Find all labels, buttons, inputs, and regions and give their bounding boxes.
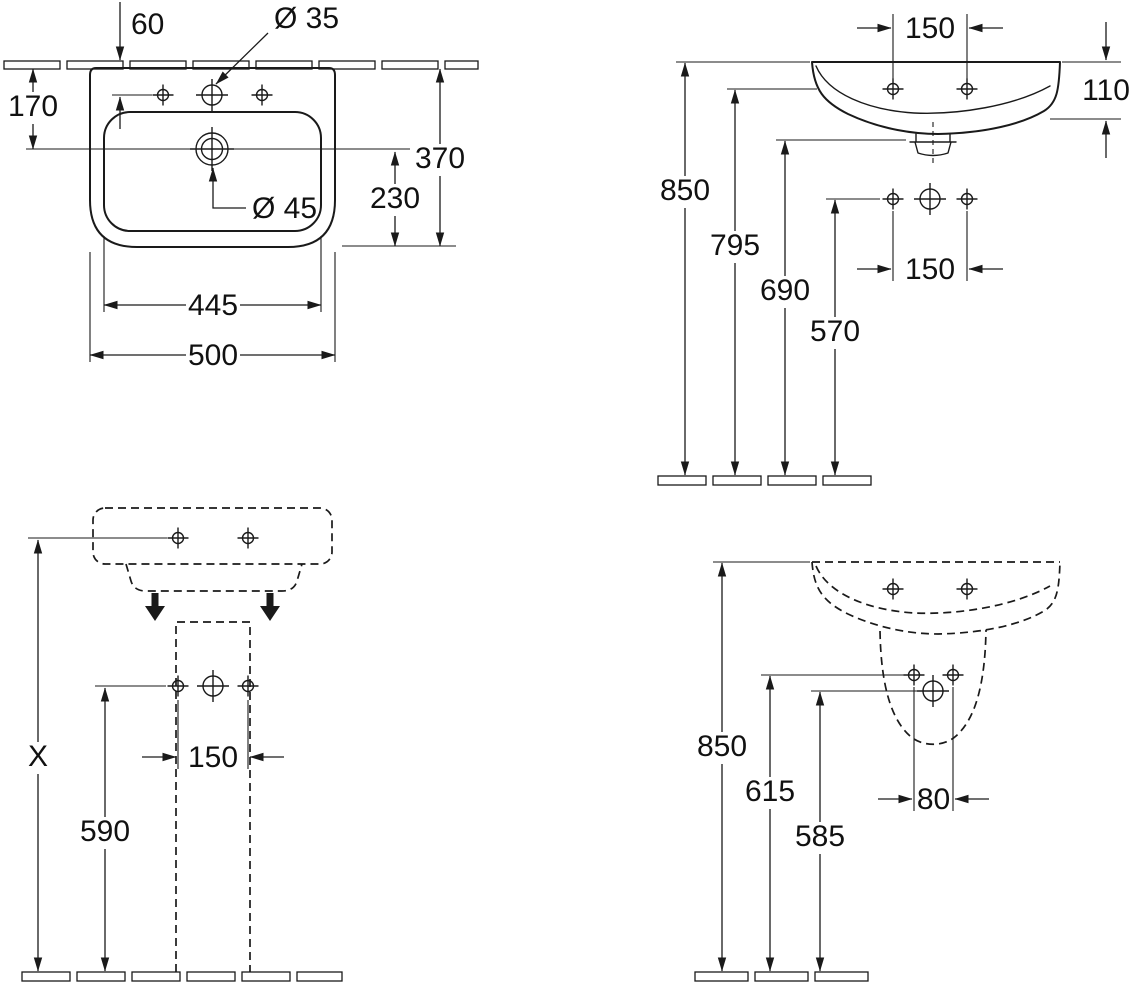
dim-label-dia35: Ø 35 [274,2,339,35]
dim-label-150-fixing: 150 [905,253,955,286]
mounting-direction-arrows [145,593,280,621]
tap-holes-side [881,577,979,601]
tap-holes-side [881,77,979,101]
dim-fixing-holes-height: 570 [810,198,880,476]
side-view-with-pedestal: 850 615 585 80 [694,561,1061,982]
dim-wall-to-tap-hole: 60 [112,2,164,129]
dim-basin-edge-height: 110 [1050,22,1130,158]
dim-pedestal-holes-height: 590 [80,685,166,972]
dim-front-underside-height: 795 [710,88,817,476]
dim-label-445: 445 [188,289,238,322]
fixing-holes-template [881,182,979,216]
dim-rear-underside-height: 690 [760,139,906,476]
down-arrow-icon [260,593,280,621]
dim-overall-width: 500 [89,252,336,372]
floor-section-hatch [657,475,872,486]
dim-overall-depth: 370 [342,68,465,247]
dim-rim-height-pedestal: 850 [697,561,810,972]
dim-label-110: 110 [1082,74,1130,107]
dim-label-170: 170 [8,90,58,123]
tap-holes-front [166,526,260,550]
plan-view: 60 Ø 35 170 370 230 Ø 45 445 500 [3,2,479,372]
pedestal-holes-side [902,663,965,708]
basin-side-profile [811,61,1061,164]
dim-label-80: 80 [917,783,950,816]
dim-bowl-width: 445 [103,236,322,322]
down-arrow-icon [145,593,165,621]
basin-outline [89,67,336,248]
dim-label-230: 230 [370,182,420,215]
leader-drain-diameter: Ø 45 [208,167,317,225]
dim-label-690: 690 [760,274,810,307]
dim-label-590: 590 [80,815,130,848]
dim-label-615: 615 [745,775,795,808]
floor-section-hatch [21,971,343,982]
bowl-outline [103,111,322,232]
leader-tap-hole-diameter: Ø 35 [215,2,339,85]
dim-label-850: 850 [660,174,710,207]
basin-front-dashed [92,507,333,592]
drain-trap [909,133,957,157]
front-view-pedestal-installation: X 590 150 [21,507,343,982]
dim-label-570: 570 [810,315,860,348]
dim-label-500: 500 [188,339,238,372]
dim-label-x: X [28,740,48,773]
dim-fixing-holes-spacing: 150 [857,211,1003,286]
dim-label-60: 60 [131,8,164,41]
dim-label-dia45: Ø 45 [252,192,317,225]
floor-section-hatch [694,971,869,982]
dim-label-370: 370 [415,142,465,175]
wall-section-hatch [3,60,479,70]
dim-rim-height-x: X [28,537,167,972]
dim-label-795: 795 [710,229,760,262]
dim-label-850-pedestal: 850 [697,730,747,763]
tap-holes [151,78,274,112]
pedestal-fixing-holes [166,669,260,703]
pedestal-side-dashed-outline [879,629,987,746]
side-view-wall-hung: 150 110 850 795 690 570 150 [657,12,1130,486]
dim-outlet-height: 585 [795,690,917,972]
dim-drain-to-front: 230 [370,151,420,247]
pedestal-dashed-outline [175,621,251,972]
dim-rim-height: 850 [660,61,810,476]
basin-side-dashed [811,561,1061,635]
dim-outlet-spacing: 80 [878,687,989,816]
dim-pedestal-holes-spacing: 150 [142,700,284,774]
dim-label-150-pedestal: 150 [188,741,238,774]
dim-tap-hole-spacing: 150 [857,12,1003,79]
dim-fixing-holes-height-pedestal: 615 [745,674,904,972]
dim-label-150-taps: 150 [905,12,955,45]
dim-wall-to-drain: 170 [8,68,58,150]
dim-label-585: 585 [795,820,845,853]
